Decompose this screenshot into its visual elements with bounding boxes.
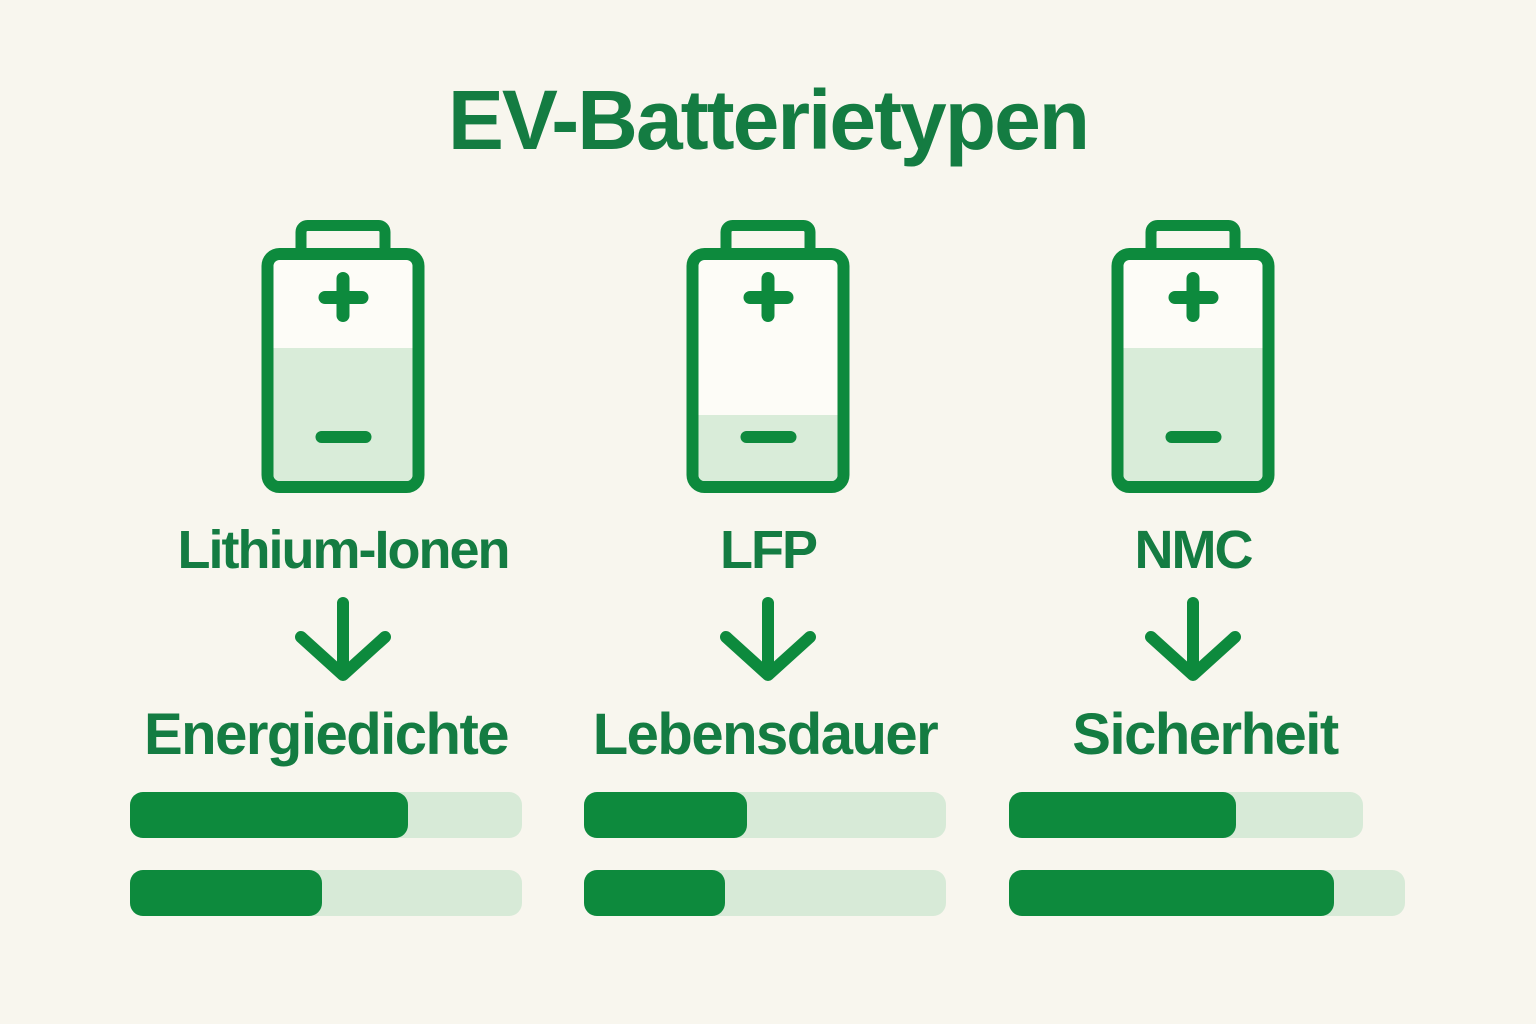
rating-bar-track xyxy=(1009,792,1363,838)
battery-type-label: NMC xyxy=(1134,520,1254,580)
arrow-down-icon xyxy=(1145,597,1241,681)
arrow-down-icon xyxy=(720,597,816,681)
battery-fill-level xyxy=(698,414,838,481)
battery-icon xyxy=(261,220,425,493)
battery-type-label: LFP xyxy=(720,520,818,580)
column-lithium-ionen: Lithium-Ionen Energiedichte xyxy=(130,0,522,1024)
plus-icon xyxy=(1168,272,1218,322)
battery-fill-level xyxy=(1123,348,1263,481)
column-nmc: NMC Sicherheit xyxy=(1009,0,1405,1024)
rating-bar-fill xyxy=(1009,870,1334,916)
rating-bar-fill xyxy=(584,792,747,838)
rating-bar-track xyxy=(584,792,946,838)
rating-bar-fill xyxy=(130,792,409,838)
battery-body xyxy=(261,248,425,493)
battery-body xyxy=(686,248,850,493)
attribute-label: Energiedichte xyxy=(143,702,510,767)
rating-bar-fill xyxy=(584,870,726,916)
battery-type-label: Lithium-Ionen xyxy=(177,520,511,580)
rating-bar-track xyxy=(130,870,522,916)
rating-bar-fill xyxy=(130,870,323,916)
battery-cap xyxy=(1145,220,1241,248)
minus-icon xyxy=(740,431,796,443)
battery-cap xyxy=(720,220,816,248)
battery-icon xyxy=(686,220,850,493)
plus-icon xyxy=(318,272,368,322)
battery-fill-level xyxy=(273,348,413,481)
attribute-label: Lebensdauer xyxy=(592,702,939,767)
rating-bar-track xyxy=(1009,870,1405,916)
arrow-down-icon xyxy=(295,597,391,681)
rating-bar-track xyxy=(130,792,522,838)
minus-icon xyxy=(1165,431,1221,443)
page-title: EV-Batterietypen xyxy=(447,73,1090,167)
battery-icon xyxy=(1111,220,1275,493)
attribute-label: Sicherheit xyxy=(1072,702,1339,767)
rating-bar-fill xyxy=(1009,792,1236,838)
minus-icon xyxy=(315,431,371,443)
column-lfp: LFP Lebensdauer xyxy=(584,0,946,1024)
rating-bar-track xyxy=(584,870,946,916)
plus-icon xyxy=(743,272,793,322)
battery-cap xyxy=(295,220,391,248)
battery-body xyxy=(1111,248,1275,493)
